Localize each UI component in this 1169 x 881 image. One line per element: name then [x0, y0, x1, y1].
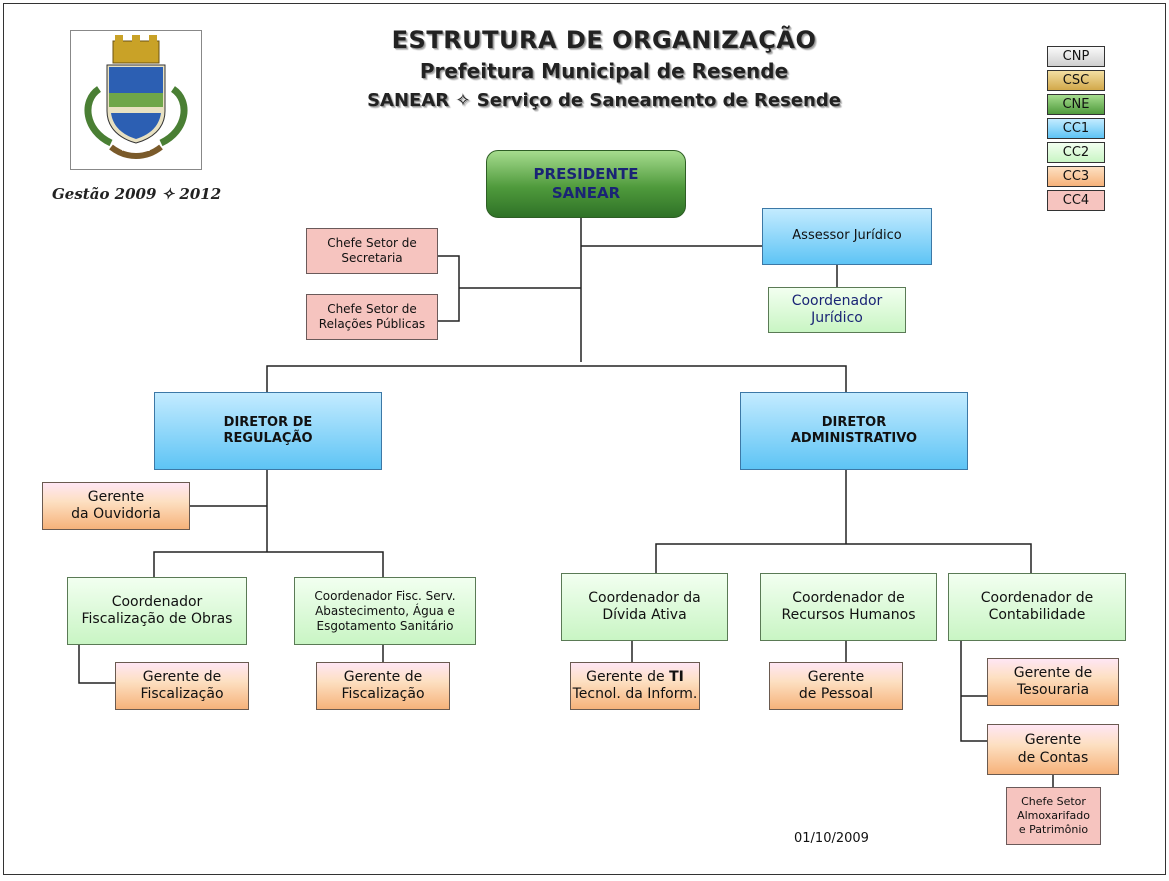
node-chefe-almoxarifado: Chefe Setor Almoxarifado e Patrimônio	[1006, 787, 1101, 845]
chart-date: 01/10/2009	[794, 831, 869, 846]
legend-item-csc: CSC	[1047, 70, 1105, 91]
legend-item-cne: CNE	[1047, 94, 1105, 115]
legend-item-cc4: CC4	[1047, 190, 1105, 211]
node-coordenador-fiscalizacao-obras: Coordenador Fiscalização de Obras	[67, 577, 247, 645]
node-coordenador-contabilidade: Coordenador de Contabilidade	[948, 573, 1126, 641]
node-gerente-ouvidoria: Gerente da Ouvidoria	[42, 482, 190, 530]
legend-item-cc3: CC3	[1047, 166, 1105, 187]
term-label: Gestão 2009 ✧ 2012	[52, 185, 222, 203]
node-gerente-ti: Gerente de TI Tecnol. da Inform.	[570, 662, 700, 710]
node-assessor-juridico: Assessor Jurídico	[762, 208, 932, 265]
chart-org-name: SANEAR ✧ Serviço de Saneamento de Resend…	[367, 90, 841, 111]
node-gerente-fiscalizacao-servicos: Gerente de Fiscalização	[316, 662, 450, 710]
node-coordenador-recursos-humanos: Coordenador de Recursos Humanos	[760, 573, 937, 641]
node-gerente-tesouraria: Gerente de Tesouraria	[987, 658, 1119, 706]
node-coordenador-juridico: Coordenador Jurídico	[768, 287, 906, 333]
legend: CNP CSC CNE CC1 CC2 CC3 CC4	[1047, 46, 1105, 214]
coat-of-arms-logo: RESENDE	[70, 30, 202, 170]
gerente-ti-line-2: Tecnol. da Inform.	[572, 686, 698, 702]
gerente-ti-line-1: Gerente de TI	[586, 668, 684, 685]
logo-motto: RESENDE	[121, 146, 151, 153]
node-diretor-regulacao: DIRETOR DE REGULAÇÃO	[154, 392, 382, 470]
node-gerente-pessoal: Gerente de Pessoal	[769, 662, 903, 710]
node-coordenador-fisc-serv: Coordenador Fisc. Serv. Abastecimento, Á…	[294, 577, 476, 645]
node-coordenador-divida-ativa: Coordenador da Dívida Ativa	[561, 573, 728, 641]
node-gerente-contas: Gerente de Contas	[987, 724, 1119, 775]
chart-title: ESTRUTURA DE ORGANIZAÇÃO	[391, 26, 817, 54]
legend-item-cc2: CC2	[1047, 142, 1105, 163]
connector-lines	[78, 218, 1054, 787]
org-chart-page: ESTRUTURA DE ORGANIZAÇÃO Prefeitura Muni…	[3, 3, 1166, 875]
node-chefe-relacoes-publicas: Chefe Setor de Relações Públicas	[306, 294, 438, 340]
node-chefe-secretaria: Chefe Setor de Secretaria	[306, 228, 438, 274]
node-presidente: PRESIDENTE SANEAR	[486, 150, 686, 218]
node-gerente-fiscalizacao-obras: Gerente de Fiscalização	[115, 662, 249, 710]
legend-item-cc1: CC1	[1047, 118, 1105, 139]
chart-subtitle: Prefeitura Municipal de Resende	[419, 59, 789, 83]
node-diretor-administrativo: DIRETOR ADMINISTRATIVO	[740, 392, 968, 470]
coat-of-arms-icon	[84, 35, 188, 159]
legend-item-cnp: CNP	[1047, 46, 1105, 67]
